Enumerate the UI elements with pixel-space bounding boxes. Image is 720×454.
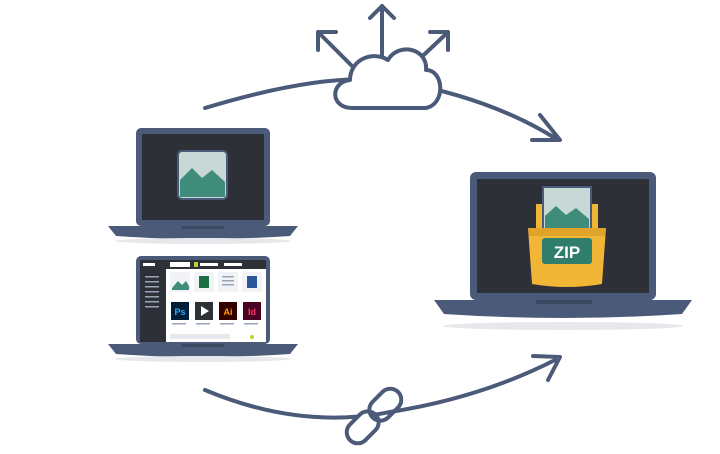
file-tile-word xyxy=(242,272,262,292)
app-tile-photoshop: Ps xyxy=(171,302,189,320)
file-tile-image xyxy=(170,272,190,292)
chain-link-icon xyxy=(344,386,404,446)
bottom-arrow xyxy=(203,354,562,420)
cloud-upload-icon xyxy=(316,4,450,110)
svg-text:Id: Id xyxy=(248,307,256,317)
zip-label: ZIP xyxy=(554,243,580,262)
app-tile-indesign: Id xyxy=(243,302,261,320)
image-icon xyxy=(177,150,228,200)
app-sidebar xyxy=(140,269,166,342)
app-tile-illustrator: Ai xyxy=(219,302,237,320)
laptop-image-source xyxy=(108,128,298,244)
laptop-asset-library: Ps Ai Id xyxy=(108,256,298,362)
file-tile-doc xyxy=(218,272,238,292)
app-tile-video xyxy=(195,302,213,320)
svg-text:Ai: Ai xyxy=(224,307,233,317)
svg-text:Ps: Ps xyxy=(174,307,185,317)
laptop-zip-destination: ZIP xyxy=(434,172,692,330)
file-tile-excel xyxy=(194,272,214,292)
zip-folder-icon: ZIP xyxy=(528,186,606,287)
